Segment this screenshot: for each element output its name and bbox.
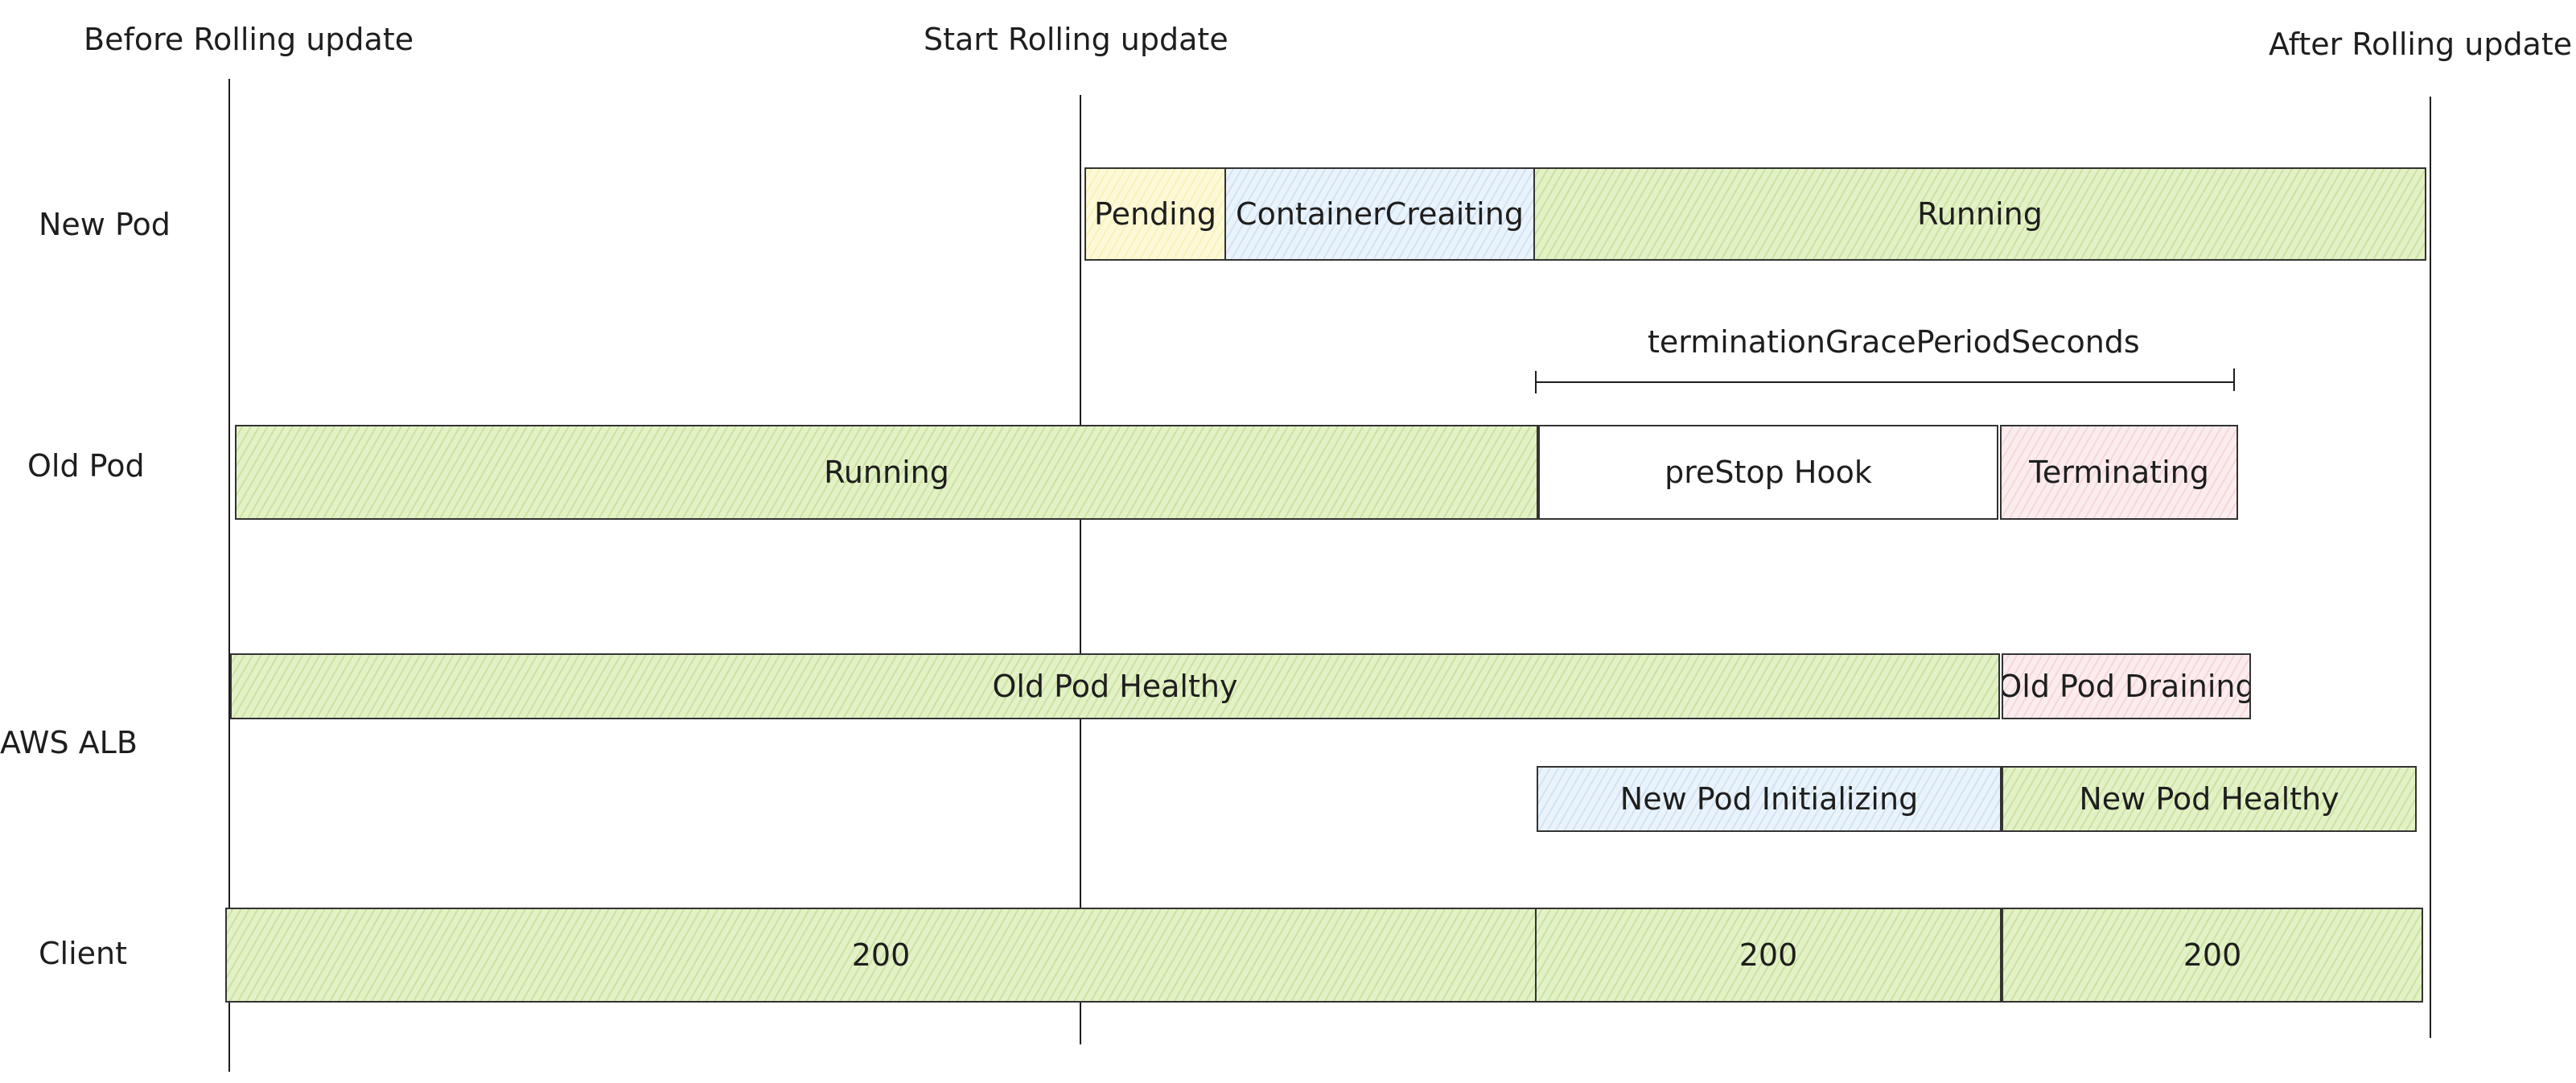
milestone-after-label: After Rolling update xyxy=(2269,27,2573,62)
alb-old-pod-healthy-bar: Old Pod Healthy xyxy=(230,653,2000,719)
row-label-new-pod: New Pod xyxy=(39,207,171,242)
old-pod-prestop-hook-label: preStop Hook xyxy=(1665,455,1872,490)
alb-new-pod-initializing-bar: New Pod Initializing xyxy=(1537,766,2002,832)
client-response-bar: 200 xyxy=(225,908,1537,1003)
alb-old-pod-healthy-label: Old Pod Healthy xyxy=(992,669,1238,704)
termination-grace-period-label: terminationGracePeriodSeconds xyxy=(1648,324,2140,360)
new-pod-container-creating-bar: ContainerCreaiting xyxy=(1224,167,1535,261)
alb-new-pod-healthy-bar: New Pod Healthy xyxy=(2002,766,2417,832)
termination-span-start-cap xyxy=(1535,371,1537,393)
new-pod-pending-bar: Pending xyxy=(1084,167,1226,261)
alb-old-pod-draining-label: Old Pod Draining xyxy=(2002,669,2251,704)
old-pod-running-label: Running xyxy=(824,455,949,490)
termination-grace-period-span xyxy=(1535,381,2235,383)
new-pod-running-bar: Running xyxy=(1533,167,2426,261)
client-response-label: 200 xyxy=(2183,937,2242,973)
milestone-start-line xyxy=(1080,95,1081,1044)
client-response-label: 200 xyxy=(851,937,911,973)
client-response-bar: 200 xyxy=(2002,908,2423,1003)
new-pod-pending-label: Pending xyxy=(1094,196,1216,232)
new-pod-running-label: Running xyxy=(1917,196,2043,232)
row-label-old-pod: Old Pod xyxy=(27,448,145,484)
client-response-label: 200 xyxy=(1739,937,1798,973)
alb-old-pod-draining-bar: Old Pod Draining xyxy=(2002,653,2251,719)
old-pod-running-bar: Running xyxy=(235,425,1538,520)
termination-span-end-cap xyxy=(2233,369,2235,391)
milestone-start-label: Start Rolling update xyxy=(924,22,1228,57)
row-label-aws-alb: AWS ALB xyxy=(0,725,138,760)
alb-new-pod-initializing-label: New Pod Initializing xyxy=(1619,781,1919,817)
milestone-before-line xyxy=(228,79,230,1072)
milestone-after-line xyxy=(2430,97,2431,1038)
milestone-before-label: Before Rolling update xyxy=(84,22,414,57)
old-pod-prestop-hook-bar: preStop Hook xyxy=(1538,425,1998,520)
new-pod-container-creating-label: ContainerCreaiting xyxy=(1236,196,1524,232)
old-pod-terminating-bar: Terminating xyxy=(2000,425,2238,520)
old-pod-terminating-label: Terminating xyxy=(2029,455,2209,490)
row-label-client: Client xyxy=(39,936,128,971)
alb-new-pod-healthy-label: New Pod Healthy xyxy=(2079,781,2339,817)
client-response-bar: 200 xyxy=(1535,908,2002,1003)
